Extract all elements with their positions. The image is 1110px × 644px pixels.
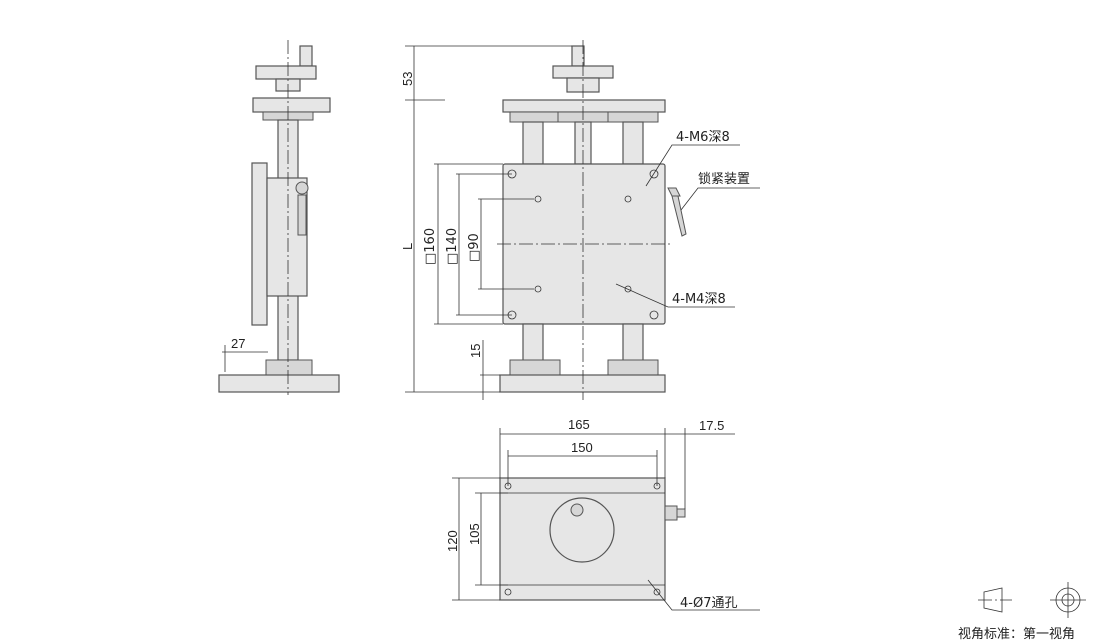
- callout-lock: 锁紧装置: [698, 171, 750, 187]
- dim-sq90: □90: [467, 233, 482, 262]
- callout-holes: 4-Ø7通孔: [680, 596, 737, 611]
- front-view: 53 L □160 □140 □90 15 4-M6深8 锁紧装置 4-M4深8: [400, 40, 760, 400]
- dim-15: 15: [468, 344, 483, 358]
- dim-105: 105: [467, 523, 482, 545]
- callout-m6: 4-M6深8: [676, 130, 730, 145]
- dim-120: 120: [445, 530, 460, 552]
- dim-165: 165: [568, 417, 590, 432]
- dim-53: 53: [400, 72, 415, 86]
- mount-holes: [507, 169, 659, 320]
- dim-17-5: 17.5: [699, 418, 724, 433]
- top-view: 165 150 17.5 120 105 4-Ø7通孔: [445, 417, 760, 611]
- callout-m4: 4-M4深8: [672, 292, 726, 307]
- projection-label: 视角标准：第一视角: [958, 627, 1075, 642]
- dim-sq140: □140: [445, 228, 460, 265]
- side-view: 27: [218, 40, 340, 395]
- dim-150: 150: [571, 440, 593, 455]
- dim-L: L: [400, 243, 415, 250]
- projection-symbol: 视角标准：第一视角: [958, 582, 1086, 642]
- dim-sq160: □160: [423, 228, 438, 265]
- dim-27: 27: [231, 336, 245, 351]
